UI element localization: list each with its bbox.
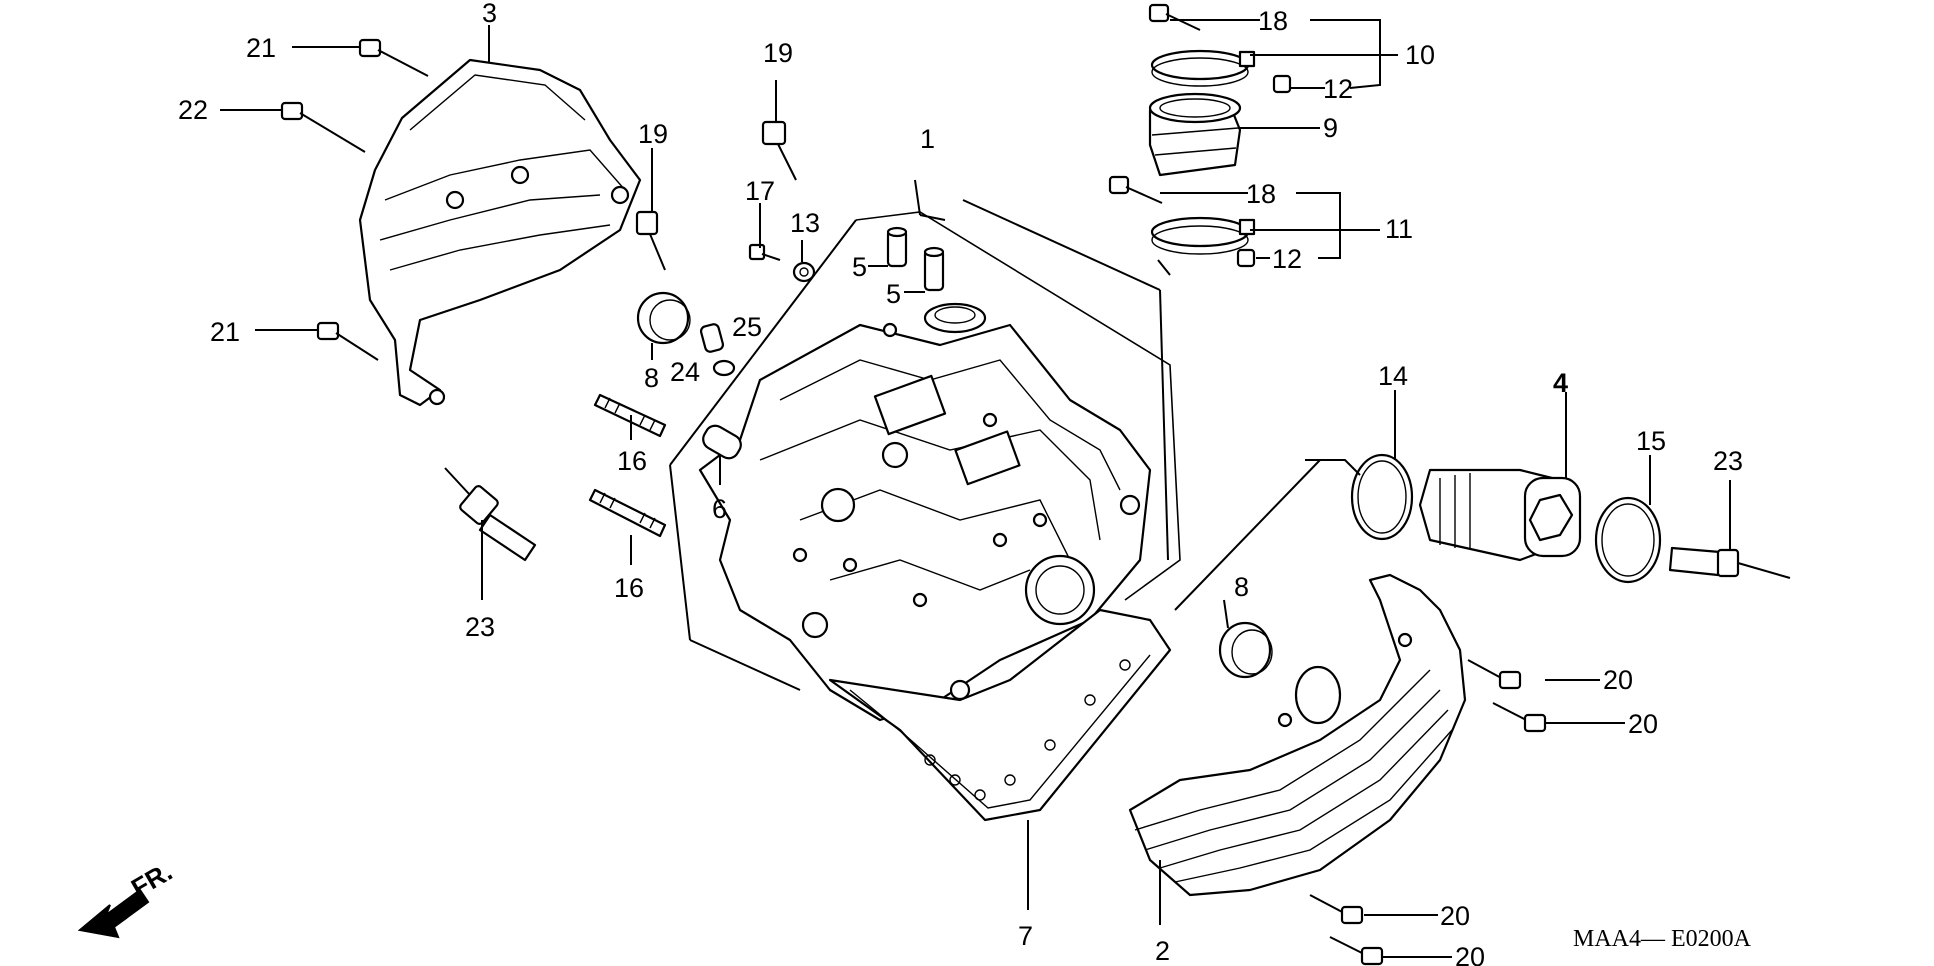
callout-21a: 21 [246,33,276,63]
callout-19a: 19 [638,119,668,149]
o-ring-15 [1594,496,1662,584]
cylinder-head-cover [358,58,642,407]
bolt-21-mid [316,321,379,361]
callout-25: 25 [732,312,762,342]
callout-14: 14 [1378,361,1408,391]
band-10 [1150,49,1256,87]
bolt-19-left [635,210,666,271]
callout-8b: 8 [1234,572,1249,602]
callout-24: 24 [670,357,700,387]
side-cover [1128,573,1467,897]
callout-5a: 5 [852,252,867,282]
callout-21b: 21 [210,317,240,347]
leader-lines [220,19,1731,958]
insulator [1148,92,1242,177]
callout-1: 1 [920,124,935,154]
callout-23b: 23 [1713,446,1743,476]
callout-9: 9 [1323,113,1338,143]
callout-16b: 16 [614,573,644,603]
spark-plug-23-left [444,467,537,562]
stud-bolt-16b [588,488,667,538]
bolt-17 [748,243,781,261]
callout-23a: 23 [465,612,495,642]
callout-2: 2 [1155,936,1170,966]
callout-20a: 20 [1603,665,1633,695]
part-1-group-outline [669,199,1181,691]
callout-6: 6 [712,494,727,524]
diagram-reference-code: MAA4— E0200A [1573,926,1752,952]
nut-12a [1272,74,1292,94]
band-11 [1150,216,1256,255]
rubber-plug-8-upper [636,291,691,345]
callout-20d: 20 [1455,942,1485,966]
callout-20c: 20 [1440,901,1470,931]
callout-12a: 12 [1323,74,1353,104]
callout-8a: 8 [644,363,659,393]
bolt-20d [1329,936,1384,966]
callout-16a: 16 [617,446,647,476]
bolt-20a [1467,659,1522,690]
dowel-pin-5b [923,246,945,292]
callout-18b: 18 [1246,179,1276,209]
bolt-18-top [1148,3,1201,31]
nut-12b [1236,248,1256,268]
dowel-25 [699,323,725,353]
bolt-19-right [761,120,797,181]
front-direction-arrow: FR. [77,856,177,939]
callout-labels: 1 2 3 4 5 5 6 7 8 8 9 10 11 12 12 13 14 … [178,0,1752,966]
o-ring-24 [712,359,736,377]
bolt-21-top [358,38,429,77]
callout-15: 15 [1636,426,1666,456]
bolt-18-mid [1108,175,1163,204]
callout-20b: 20 [1628,709,1658,739]
callout-3: 3 [482,0,497,28]
callout-22: 22 [178,95,208,125]
bolt-22 [280,101,366,153]
callout-4: 4 [1553,368,1568,398]
washer-13 [792,261,816,283]
rubber-plug-8-lower [1218,621,1273,679]
collar-6 [702,424,742,460]
callout-17: 17 [745,176,775,206]
callout-10: 10 [1405,40,1435,70]
callout-11: 11 [1385,214,1413,244]
bolt-20b [1492,702,1547,733]
bolt-20c [1309,894,1364,925]
spark-plug-pipe [1418,468,1582,562]
dowel-pin-5a [886,226,908,268]
callout-13: 13 [790,208,820,238]
callout-12b: 12 [1272,244,1302,274]
o-ring-14 [1350,453,1414,541]
head-gasket [828,608,1172,822]
callout-18a: 18 [1258,6,1288,36]
callout-19b: 19 [763,38,793,68]
callout-7: 7 [1018,921,1033,951]
spark-plug-23-right [1668,546,1791,579]
cylinder-head [698,302,1152,722]
callout-5b: 5 [886,279,901,309]
